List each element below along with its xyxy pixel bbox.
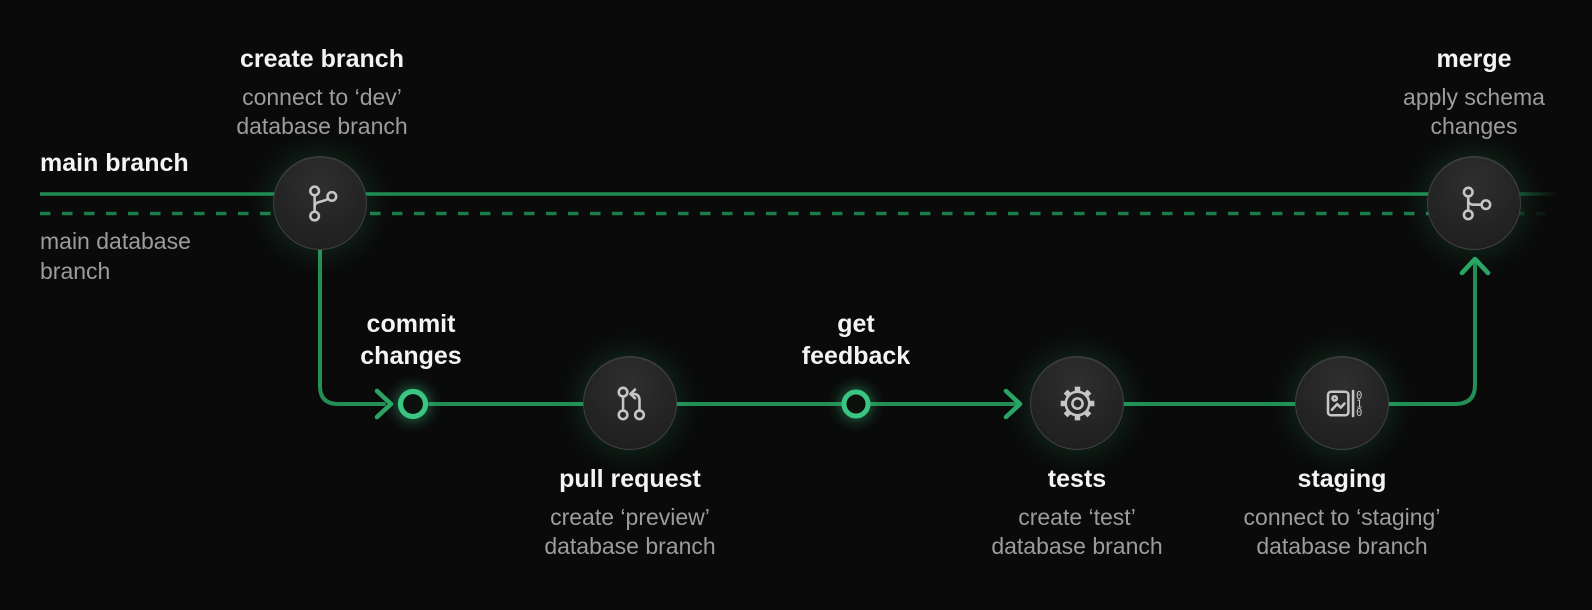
create-branch-label: create branch connect to ‘dev’ database … (236, 45, 408, 139)
commit-changes-label: commit changes (360, 310, 462, 370)
merge-label: merge apply schema changes (1403, 45, 1545, 139)
commit-ring (396, 387, 430, 421)
svg-text:0: 0 (1355, 407, 1361, 419)
svg-text:1: 1 (1355, 398, 1361, 410)
main-database-branch-label: main database branch (40, 228, 191, 284)
main-branch-label: main branch (40, 148, 189, 178)
svg-text:0: 0 (1355, 389, 1361, 401)
get-feedback-label: get feedback (801, 310, 911, 370)
tests-label: tests create ‘test’ database branch (991, 465, 1163, 559)
git-branch-icon (308, 184, 337, 222)
tests-node (1030, 356, 1124, 450)
data-binary-icon: 0 1 0 (1326, 389, 1362, 419)
pull-request-label: pull request create ‘preview’ database b… (544, 465, 716, 559)
arrowhead-commit-icon (374, 388, 394, 420)
main-branch-title: main branch (40, 149, 189, 177)
arrowhead-merge-icon (1459, 256, 1491, 276)
gear-icon (1060, 386, 1094, 420)
git-merge-icon (1462, 186, 1491, 220)
create-branch-node (273, 156, 367, 250)
pull-request-node (583, 356, 677, 450)
staging-label: staging connect to ‘staging’ database br… (1243, 465, 1441, 559)
git-pull-request-icon (616, 386, 645, 420)
feedback-ring (840, 388, 872, 420)
arrowhead-tests-icon (1003, 388, 1023, 420)
staging-node: 0 1 0 (1295, 356, 1389, 450)
merge-node (1427, 156, 1521, 250)
